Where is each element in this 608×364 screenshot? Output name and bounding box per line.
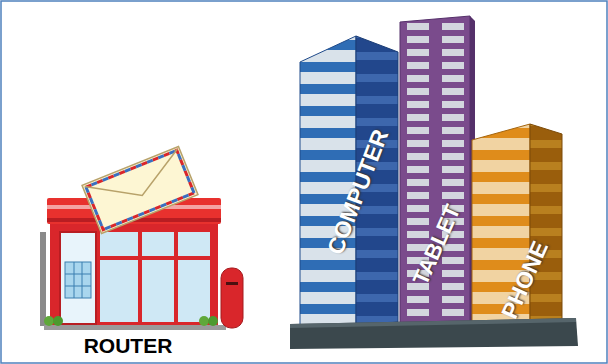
- node-label: PHONE: [496, 237, 554, 323]
- node-label: TABLET: [408, 201, 466, 289]
- tablet-building: [400, 16, 475, 332]
- envelope: [82, 146, 198, 233]
- router-node: ROUTER: [40, 160, 216, 360]
- phone-building: [472, 124, 562, 328]
- device-building: TABLET: [400, 16, 475, 332]
- node-label: ROUTER: [84, 334, 173, 358]
- node-label: COMPUTER: [322, 126, 394, 259]
- device-building: PHONE: [470, 124, 562, 328]
- device-building: COMPUTER: [298, 35, 398, 327]
- computer-building: [300, 36, 398, 326]
- building-base: [290, 318, 578, 349]
